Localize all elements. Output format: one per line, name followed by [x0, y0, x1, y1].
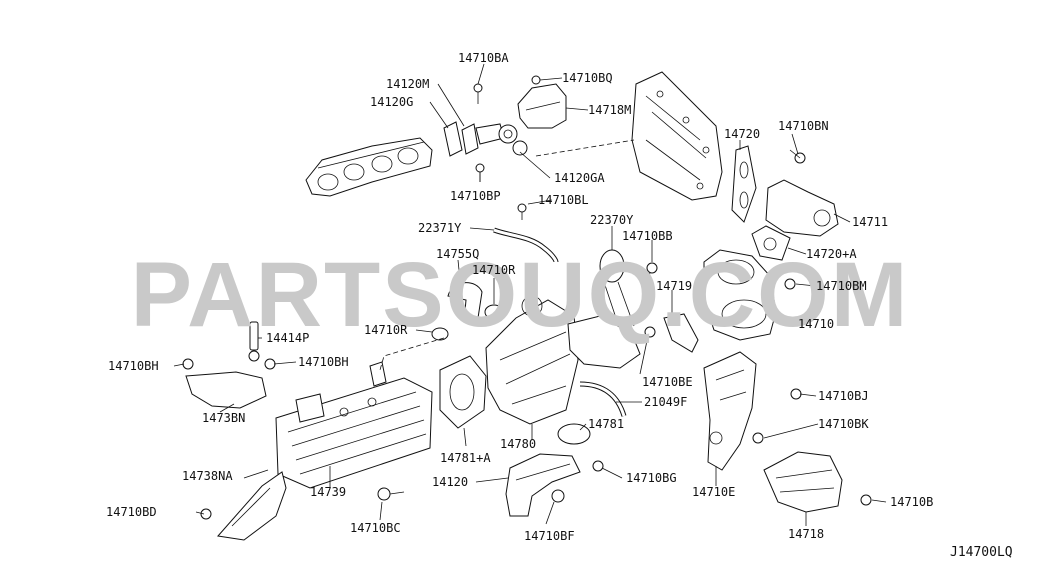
watermark-text: PARTSOUQ.COM [131, 244, 910, 346]
callout-label[interactable]: 14120M [386, 77, 429, 91]
callout-label[interactable]: 14710 [798, 317, 834, 331]
callout-label[interactable]: 1473BN [202, 411, 245, 425]
callout-label[interactable]: 14738NA [182, 469, 233, 483]
callout-label[interactable]: 14710R [364, 323, 408, 337]
callout-label[interactable]: 14719 [656, 279, 692, 293]
callout-label[interactable]: 14780 [500, 437, 536, 451]
callout-label[interactable]: 14718M [588, 103, 631, 117]
callout-label[interactable]: 14710BF [524, 529, 575, 543]
callout-label[interactable]: 14710BH [298, 355, 349, 369]
bolt-14710BC-illustration [377, 487, 405, 501]
pipe-and-gasket-illustration [443, 83, 518, 182]
callout-labels: 14710BA 14710BQ 14120M 14120G 14718M 147… [106, 51, 933, 543]
bracket-14710E-illustration [644, 326, 802, 471]
callout-label[interactable]: 14711 [852, 215, 888, 229]
callout-label[interactable]: 14781+A [440, 451, 491, 465]
callout-label[interactable]: 14710BK [818, 417, 869, 431]
callout-label[interactable]: 14710BH [108, 359, 159, 373]
bracket-14711-illustration [751, 149, 839, 261]
callout-label[interactable]: 14710B [890, 495, 933, 509]
callout-label[interactable]: 14720+A [806, 247, 857, 261]
callout-label[interactable]: 14710BG [626, 471, 677, 485]
exhaust-manifold-illustration [305, 137, 433, 197]
heat-shield-lower-illustration [763, 451, 872, 513]
callout-label[interactable]: 14120 [432, 475, 468, 489]
callout-label[interactable]: 14710BB [622, 229, 673, 243]
actuator-illustration [599, 249, 658, 331]
egr-cooler-valve-illustration [485, 295, 641, 425]
hose-14755Q-illustration [431, 282, 504, 341]
callout-label[interactable]: 22371Y [418, 221, 462, 235]
exhaust-pipe-14120-illustration [505, 453, 604, 517]
diagram-code: J14700LQ [950, 545, 1013, 560]
egr-cooler-14739-illustration [275, 361, 433, 489]
callout-label[interactable]: 14710BL [538, 193, 589, 207]
heat-shield-upper-illustration [512, 75, 567, 156]
gasket-14720-illustration [731, 145, 757, 223]
callout-label[interactable]: 14710BE [642, 375, 693, 389]
callout-label[interactable]: 21049F [644, 395, 687, 409]
callout-label[interactable]: 22370Y [590, 213, 634, 227]
callout-label[interactable]: 14710BP [450, 189, 501, 203]
callout-label[interactable]: 14120GA [554, 171, 605, 185]
sensor-14414P-illustration [248, 321, 260, 362]
callout-label[interactable]: 14781 [588, 417, 624, 431]
callout-label[interactable]: 14710BN [778, 119, 829, 133]
callout-label[interactable]: 14755Q [436, 247, 479, 261]
callout-label[interactable]: 14710R [472, 263, 516, 277]
leader-lines [173, 63, 887, 526]
callout-label[interactable]: 14710BM [816, 279, 867, 293]
vacuum-hose-illustration [493, 203, 559, 263]
cylinder-head-plate-illustration [631, 71, 723, 201]
callout-label[interactable]: 14710BJ [818, 389, 869, 403]
callout-label[interactable]: 14739 [310, 485, 346, 499]
callout-label[interactable]: 14710E [692, 485, 735, 499]
bracket-1473BN-illustration [182, 358, 276, 409]
bracket-14738NA-illustration [200, 471, 287, 541]
callout-label[interactable]: 14710BA [458, 51, 509, 65]
callout-label[interactable]: 14414P [266, 331, 309, 345]
callout-label[interactable]: 14710BC [350, 521, 401, 535]
callout-label[interactable]: 14710BD [106, 505, 157, 519]
callout-label[interactable]: 14710BQ [562, 71, 613, 85]
bracket-14719-illustration [663, 313, 699, 353]
callout-label[interactable]: 14120G [370, 95, 413, 109]
callout-label[interactable]: 14720 [724, 127, 760, 141]
egr-valve-housing-illustration [703, 249, 796, 341]
gaskets-14781-illustration [439, 355, 591, 445]
callout-label[interactable]: 14718 [788, 527, 824, 541]
tube-21049F-illustration [579, 381, 627, 417]
